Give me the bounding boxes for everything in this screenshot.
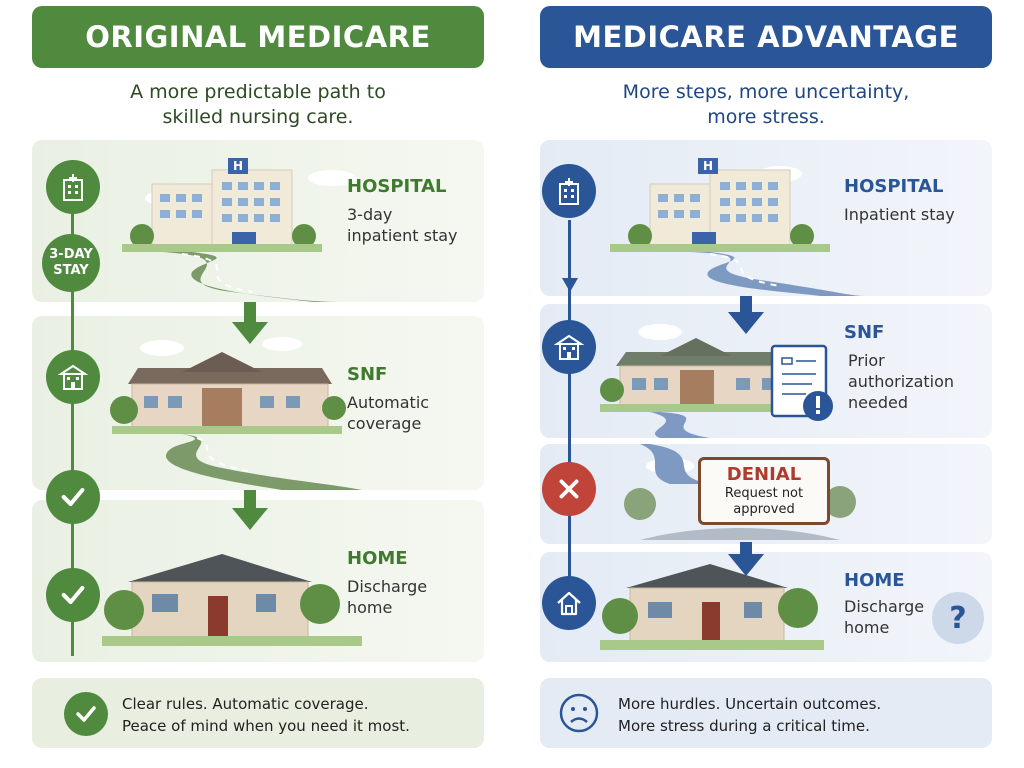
original-hospital-desc: 3-day inpatient stay: [347, 205, 458, 245]
medicare-advantage-subtitle: More steps, more uncertainty, more stres…: [622, 81, 910, 128]
original-timeline-rail: [71, 180, 74, 656]
original-snf-desc: Automatic coverage: [347, 393, 430, 433]
hospital-scene-illustration: H: [122, 158, 356, 302]
original-medicare-subtitle: A more predictable path to skilled nursi…: [130, 81, 386, 128]
original-hospital-panel: H: [32, 140, 484, 302]
check-icon: [64, 692, 108, 736]
original-home-desc: Discharge home: [347, 577, 428, 617]
document-alert-icon: [770, 344, 833, 421]
home-scene-illustration: [600, 564, 824, 650]
original-medicare-banner: ORIGINAL MEDICARE: [32, 6, 484, 68]
advantage-snf-panel: [540, 304, 992, 438]
advantage-home-desc: Discharge home: [844, 597, 925, 637]
denial-line1: Request not: [724, 486, 804, 501]
denial-title: DENIAL: [726, 464, 802, 485]
hospital-icon: [542, 164, 596, 218]
house-icon: [542, 576, 596, 630]
denial-road-illustration: [624, 444, 856, 540]
hospital-scene-illustration: H: [610, 158, 865, 296]
advantage-home-panel: [540, 552, 992, 662]
down-arrow-icon: [728, 542, 764, 576]
home-scene-illustration: [102, 554, 362, 646]
original-home-panel: [32, 500, 484, 662]
nursing-facility-icon: [46, 350, 100, 404]
down-arrow-icon: [232, 490, 268, 530]
denied-x-icon: [542, 462, 596, 516]
original-home-title: HOME: [347, 548, 408, 569]
medicare-advantage-banner: MEDICARE ADVANTAGE: [540, 6, 992, 68]
nursing-facility-scene-illustration: [600, 324, 833, 438]
advantage-snf-title: SNF: [844, 322, 885, 343]
svg-text:H: H: [233, 159, 243, 173]
sad-face-icon: [559, 693, 599, 733]
advantage-hospital-desc: Inpatient stay: [844, 205, 955, 224]
advantage-footer: More hurdles. Uncertain outcomes. More s…: [540, 678, 992, 748]
three-day-stay-badge: 3-DAY STAY: [42, 234, 100, 292]
advantage-timeline-rail: [568, 220, 571, 620]
original-snf-title: SNF: [347, 364, 388, 385]
svg-text:H: H: [703, 159, 713, 173]
small-arrow-icon: [562, 278, 578, 292]
advantage-footer-text: More hurdles. Uncertain outcomes. More s…: [618, 695, 882, 735]
original-snf-panel: [32, 316, 484, 490]
original-hospital-title: HOSPITAL: [347, 176, 447, 197]
advantage-hospital-title: HOSPITAL: [844, 176, 944, 197]
check-icon: [46, 568, 100, 622]
original-footer-text: Clear rules. Automatic coverage. Peace o…: [122, 695, 410, 735]
medicare-advantage-column: MEDICARE ADVANTAGE More steps, more unce…: [540, 0, 992, 768]
nursing-facility-icon: [542, 320, 596, 374]
nursing-facility-scene-illustration: [110, 337, 362, 490]
denial-line2: approved: [733, 502, 795, 517]
question-mark-icon: ?: [932, 592, 984, 644]
original-medicare-column: ORIGINAL MEDICARE A more predictable pat…: [32, 0, 484, 768]
advantage-hospital-panel: H: [540, 140, 992, 296]
original-footer: Clear rules. Automatic coverage. Peace o…: [32, 678, 484, 748]
hospital-icon: [46, 160, 100, 214]
check-icon: [46, 470, 100, 524]
denial-sign: DENIAL Request not approved: [698, 457, 830, 525]
advantage-home-title: HOME: [844, 570, 905, 591]
down-arrow-icon: [728, 296, 764, 334]
advantage-snf-desc: Prior authorization needed: [848, 351, 955, 412]
down-arrow-icon: [232, 302, 268, 344]
